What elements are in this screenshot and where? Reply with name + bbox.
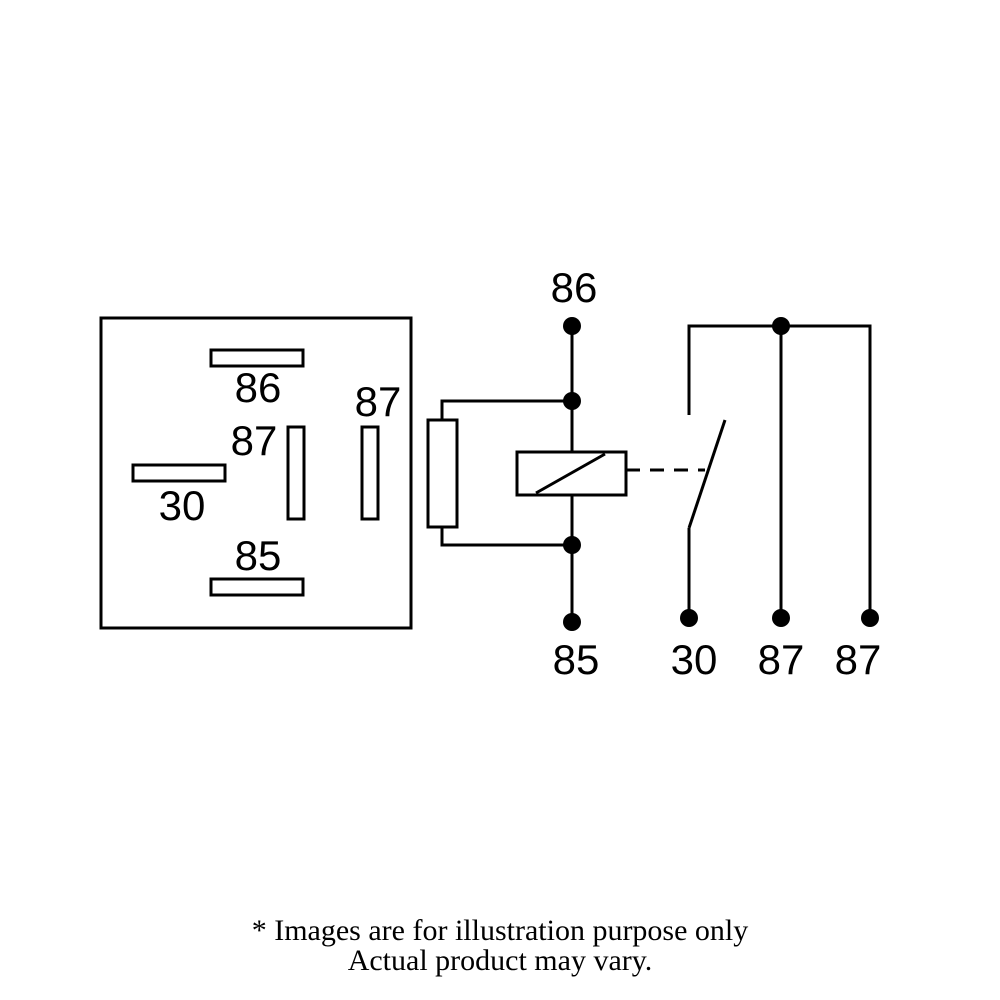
junction-dot-87	[772, 317, 790, 335]
terminal-86-dot	[563, 317, 581, 335]
relay-coil	[515, 450, 628, 497]
pin-85-label: 85	[235, 532, 282, 579]
resistor-branch-top	[440, 399, 572, 420]
coil-diagonal	[535, 452, 606, 495]
terminal-87b-dot	[861, 609, 879, 627]
terminal-30-label: 30	[671, 636, 718, 683]
pin-30-blade	[131, 463, 227, 483]
terminal-30-dot	[680, 609, 698, 627]
terminal-85-dot	[563, 613, 581, 631]
terminal-87a-label: 87	[758, 636, 805, 683]
suppression-resistor	[426, 418, 459, 529]
resistor-branch-bottom	[440, 527, 572, 547]
relay-schematic	[426, 324, 872, 622]
junction-dot-upper	[563, 392, 581, 410]
pin-86-label: 86	[235, 364, 282, 411]
relay-pinout-view	[99, 316, 413, 630]
junction-dot-lower	[563, 536, 581, 554]
pinout-box	[99, 316, 413, 630]
pin-87-inner-label: 87	[231, 417, 278, 464]
disclaimer-note: * Images are for illustration purpose on…	[0, 916, 1000, 976]
pin-87-outer-blade	[360, 425, 380, 521]
switch-blade	[687, 419, 727, 529]
pin-85-blade	[209, 577, 305, 597]
terminal-87b-label: 87	[835, 636, 882, 683]
disclaimer-line-1: * Images are for illustration purpose on…	[251, 914, 749, 947]
disclaimer-line-2: Actual product may vary.	[347, 944, 653, 977]
terminal-86-label: 86	[551, 264, 598, 311]
pin-86-blade	[209, 348, 305, 368]
pin-87-inner-blade	[286, 425, 306, 521]
terminal-85-label: 85	[553, 636, 600, 683]
pin-30-label: 30	[159, 482, 206, 529]
terminal-87a-dot	[772, 609, 790, 627]
terminal-dots	[563, 317, 879, 631]
pin-87-outer-label: 87	[355, 378, 402, 425]
